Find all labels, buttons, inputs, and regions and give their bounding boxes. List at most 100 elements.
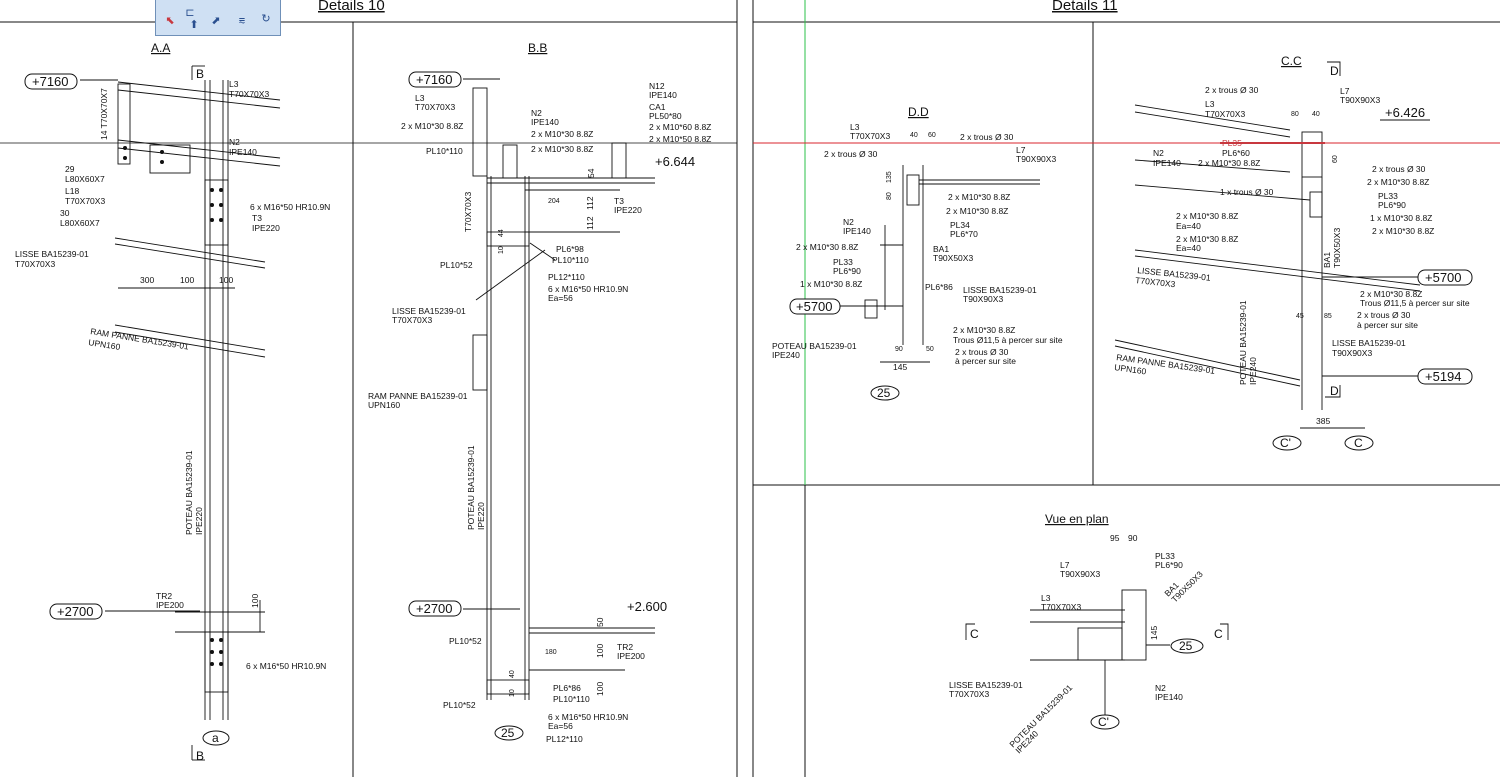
details-11-title: Details 11	[1052, 0, 1118, 14]
label: IPE220	[252, 223, 280, 233]
dimension: 180	[545, 649, 557, 656]
rotate-icon[interactable]: ↻	[261, 12, 271, 25]
red-snap-icon[interactable]: ⬉	[165, 14, 175, 27]
grid-bubble-c-prime: C'	[1280, 436, 1291, 450]
label: LISSE BA15239-01	[963, 285, 1037, 295]
label: TR2	[617, 642, 633, 652]
grid-bubbles: a 25 25 C' C 25 C'	[202, 385, 1374, 746]
label: T70X70X3	[949, 689, 989, 699]
label: BA1	[933, 244, 949, 254]
dimension: 95	[1110, 533, 1120, 543]
label: T70X70X3	[1135, 275, 1176, 289]
label: PL10*110	[426, 146, 463, 156]
dimension: 112	[585, 196, 595, 210]
label: 2 x M10*30 8.8Z	[401, 121, 463, 131]
level-2700-aa: +2700	[57, 604, 94, 619]
align-icon[interactable]: ⊏	[185, 6, 195, 19]
labels-bb: L3 T70X70X3 2 x M10*30 8.8Z N2 IPE140 2 …	[368, 81, 711, 744]
label: T90X90X3	[1016, 154, 1056, 164]
dimension: 100	[595, 644, 605, 658]
label: 2 x M10*30 8.8Z	[953, 325, 1015, 335]
diagonal-arrow-icon[interactable]: ⬈	[211, 14, 221, 27]
label: PL12*110	[546, 734, 583, 744]
labels-dd: L3 T70X70X3 40 60 2 x trous Ø 30 2 x tro…	[772, 122, 1063, 372]
cut-mark-b-top: B	[196, 67, 204, 81]
label: L80X60X7	[65, 174, 105, 184]
section-cc-title: C.C	[1281, 54, 1302, 68]
dimension: 90	[1128, 533, 1138, 543]
grid-bubble-a: a	[212, 731, 219, 745]
label: 6 x M16*50 HR10.9N	[250, 202, 330, 212]
label: L7	[1340, 86, 1350, 96]
section-plan-geometry	[965, 589, 1229, 715]
label: LISSE BA15239-01	[392, 306, 466, 316]
label: PL6*90	[1155, 560, 1183, 570]
label: PL50*80	[649, 111, 682, 121]
label: Trous Ø11,5 à percer sur site	[1360, 298, 1470, 308]
label: T90X50X3	[1332, 228, 1342, 268]
level-5194: +5194	[1425, 369, 1462, 384]
label: PL6*90	[833, 266, 861, 276]
label: IPE140	[229, 147, 257, 157]
section-cc-geometry	[1114, 61, 1430, 429]
label: 6 x M16*50 HR10.9N	[548, 284, 628, 294]
text-style-icon[interactable]: ⩳	[238, 14, 246, 27]
up-arrow-icon[interactable]: ⬆	[189, 18, 199, 31]
label: T70X70X3	[850, 131, 890, 141]
label: PL10*52	[440, 260, 473, 270]
details-10-title: Details 10	[318, 0, 385, 14]
label: LISSE BA15239-01	[1332, 338, 1406, 348]
label: 14 T70X70X7	[99, 88, 109, 140]
dimension: 40	[509, 670, 516, 678]
label: 2 x M10*30 8.8Z	[796, 242, 858, 252]
label: T70X70X3	[15, 259, 55, 269]
label: 2 x M10*30 8.8Z	[1176, 211, 1238, 221]
label: POTEAU BA15239-01	[1007, 682, 1074, 749]
label: T70X70X3	[415, 102, 455, 112]
label: 2 x trous Ø 30	[1205, 85, 1259, 95]
label: 2 x M10*30 8.8Z	[1176, 234, 1238, 244]
label: 29	[65, 164, 75, 174]
label: IPE220	[476, 502, 486, 530]
floating-toolbar: ⬉ ⊏ ⬆ ⬈ ⩳ ↻	[155, 0, 281, 36]
label: T90X90X3	[963, 294, 1003, 304]
label: PL12*110	[548, 272, 585, 282]
label: 2 x trous Ø 30	[1372, 164, 1426, 174]
cut-mark-c-right: C	[1214, 627, 1223, 641]
label: T70X70X3	[1041, 602, 1081, 612]
label: PL6*90	[1378, 200, 1406, 210]
label: IPE140	[649, 90, 677, 100]
label: N2	[843, 217, 854, 227]
label: T70X70X3	[392, 315, 432, 325]
label: PL33	[1155, 551, 1175, 561]
label: PL10*52	[449, 636, 482, 646]
label: L7	[1016, 145, 1026, 155]
labels-cc: 2 x trous Ø 30 L3 T70X70X3 80 40 L7 T90X…	[1114, 85, 1470, 426]
label: 6 x M16*50 HR10.9N	[246, 661, 326, 671]
label: IPE140	[1155, 692, 1183, 702]
label: T70X70X3	[463, 192, 473, 232]
label: POTEAU BA15239-01	[184, 450, 194, 535]
label: 2 x M10*30 8.8Z	[531, 129, 593, 139]
level-5700-dd: +5700	[796, 299, 833, 314]
label: PL34	[950, 220, 970, 230]
dimension: 40	[1312, 111, 1320, 118]
dimension: 50	[926, 346, 934, 353]
label: T70X70X3	[65, 196, 105, 206]
label: IPE220	[614, 205, 642, 215]
label: RAM PANNE BA15239-01	[368, 391, 468, 401]
section-aa-geometry	[80, 65, 281, 761]
label: IPE200	[156, 600, 184, 610]
dimension: 135	[886, 171, 893, 183]
level-5700-cc: +5700	[1425, 270, 1462, 285]
cut-mark-b-bottom: B	[196, 749, 204, 763]
grid-bubble-c-prime-plan: C'	[1098, 715, 1109, 729]
label: PL6*98	[556, 244, 584, 254]
label: PL6*86	[553, 683, 581, 693]
level-7160-bb: +7160	[416, 72, 453, 87]
cut-mark-c-left: C	[970, 627, 979, 641]
section-bb-title: B.B	[528, 41, 547, 55]
label: PL10*110	[553, 694, 590, 704]
label: L3	[1041, 593, 1051, 603]
label: 2 x M10*30 8.8Z	[1367, 177, 1429, 187]
